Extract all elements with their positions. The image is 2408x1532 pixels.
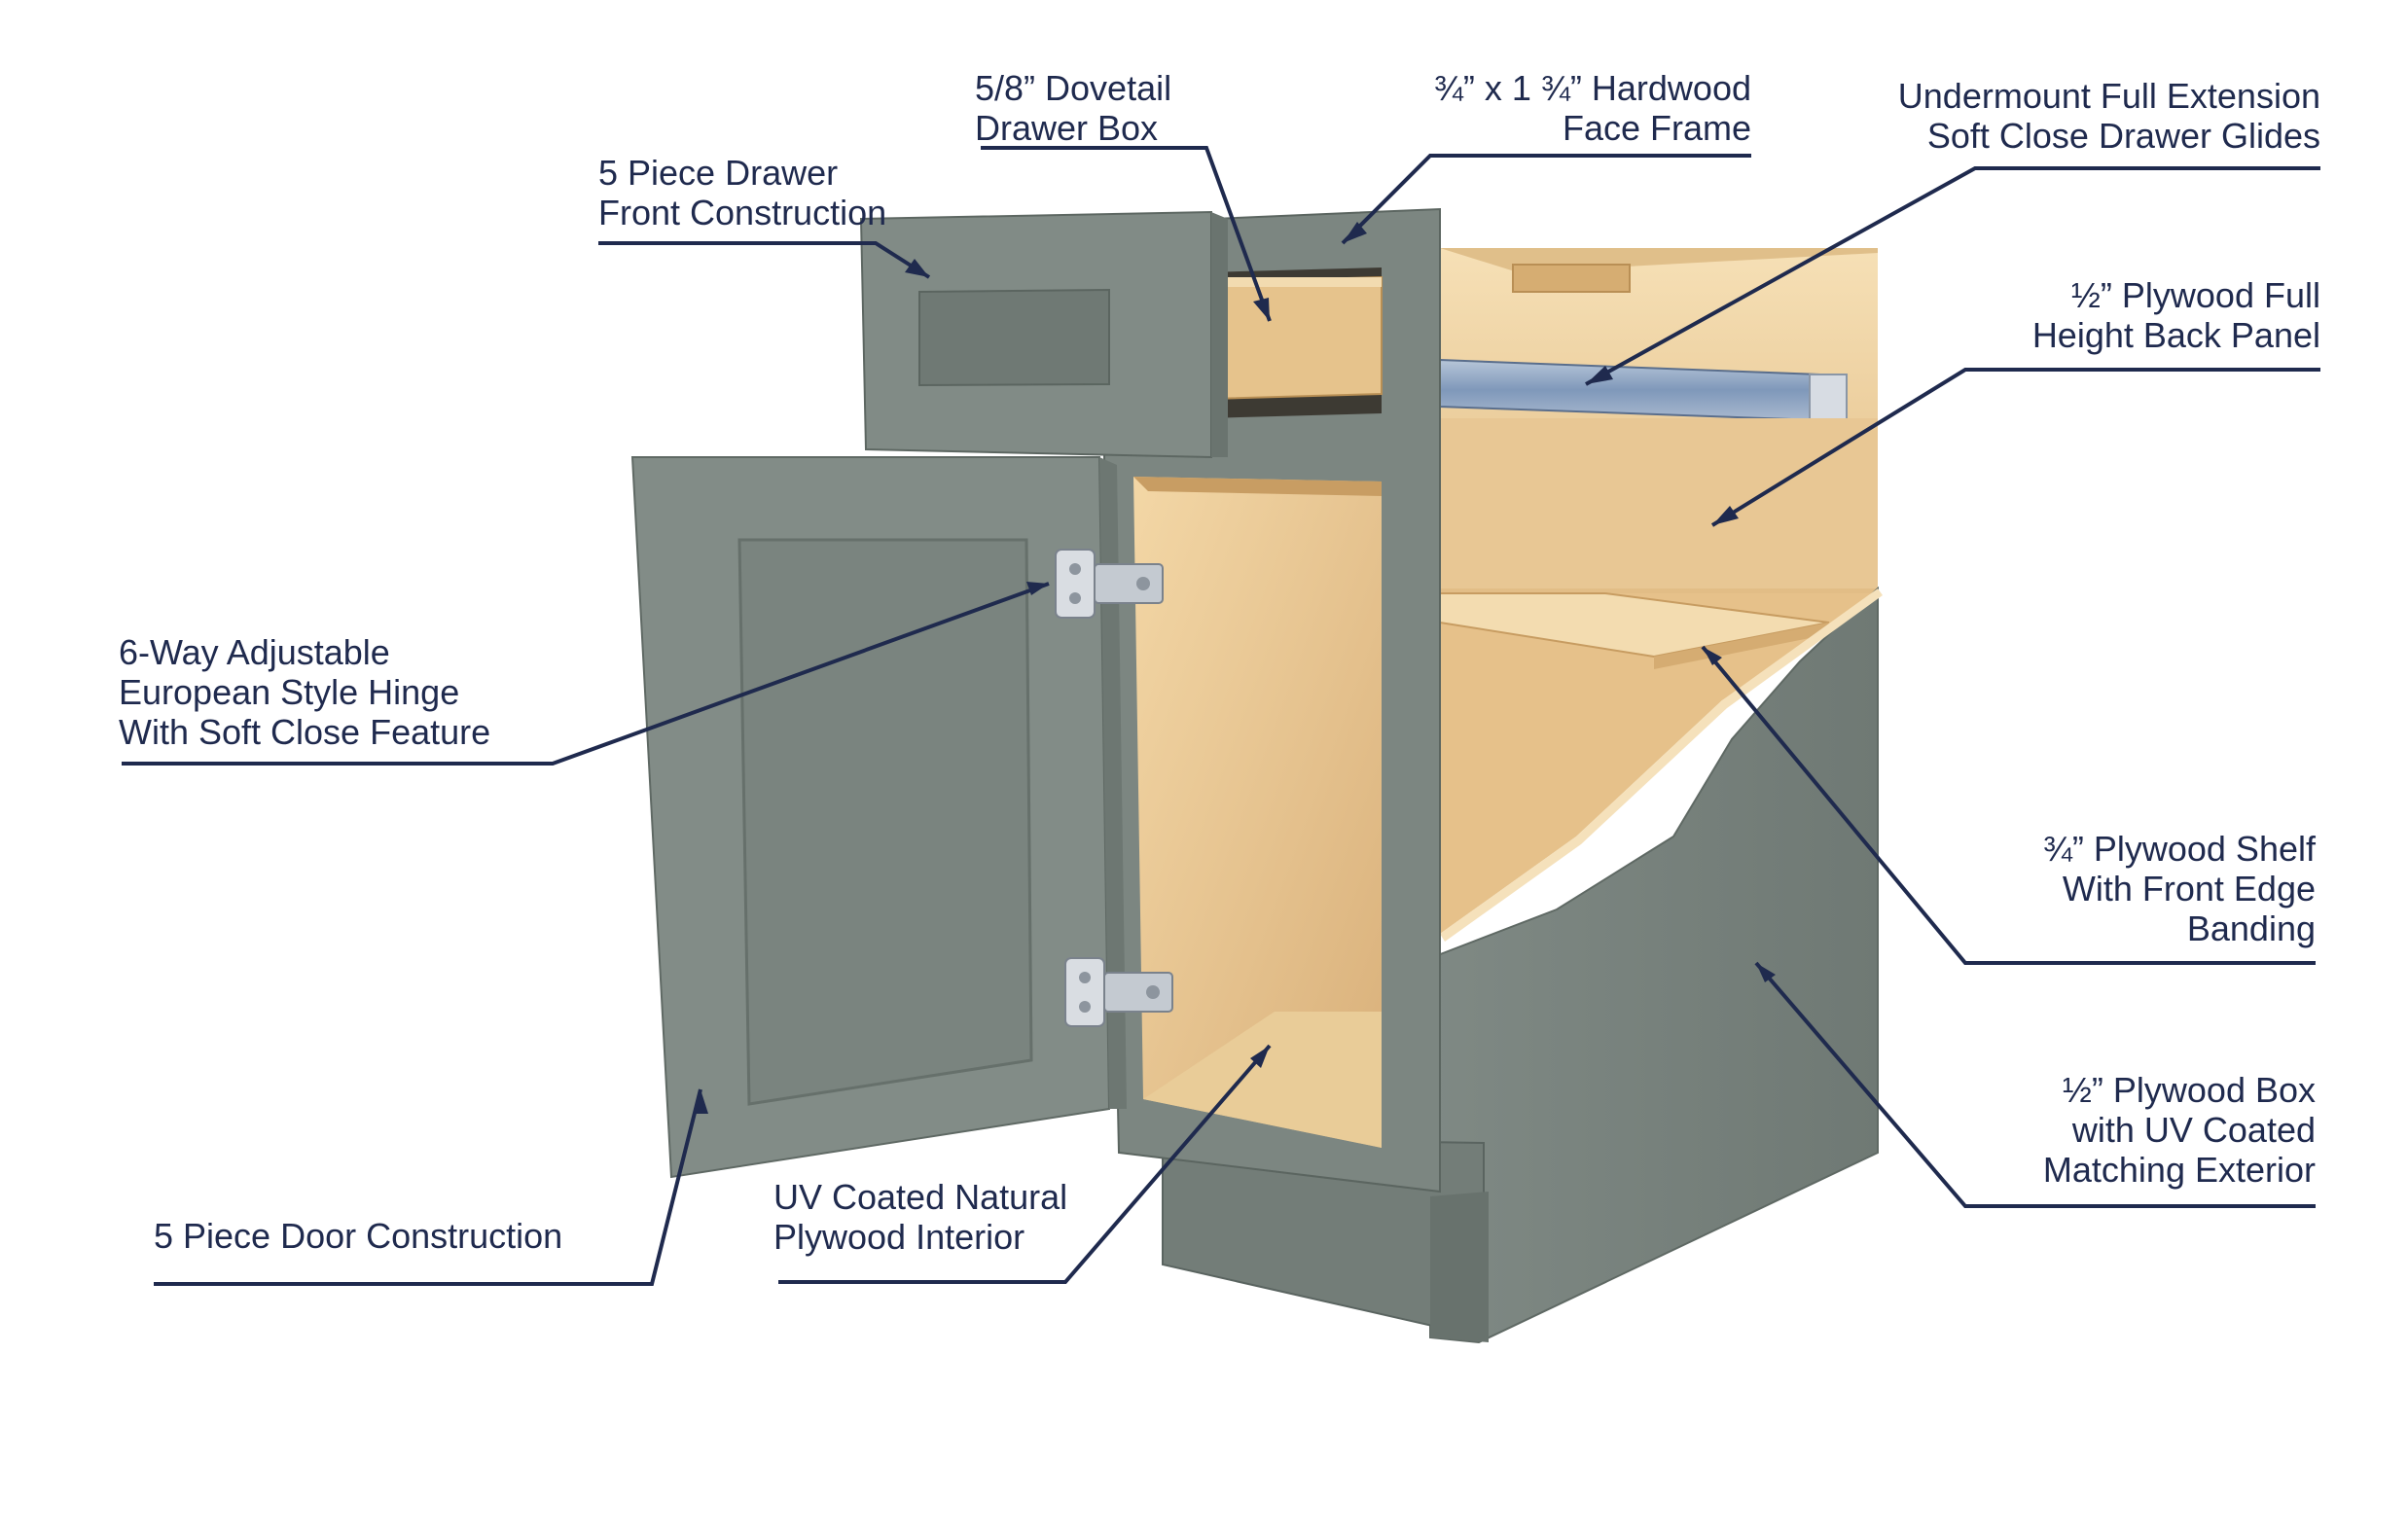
arrow-interior — [1250, 1046, 1270, 1068]
arrow-back-panel — [1712, 506, 1739, 525]
leader-shelf — [1701, 645, 2316, 965]
leader-interior — [778, 1044, 1272, 1284]
door-recess — [737, 538, 1033, 1106]
callout-line: Soft Close Drawer Glides — [1926, 116, 2320, 156]
leader-drawer-glides — [1585, 166, 2320, 386]
callout-line: Undermount Full Extension — [1897, 76, 2320, 116]
glide-end-bracket — [1809, 374, 1848, 422]
interior-right-wall — [1440, 418, 1878, 588]
callout-line: 6-Way Adjustable — [119, 632, 390, 672]
callout-hinge: 6-Way Adjustable European Style Hinge Wi… — [119, 632, 490, 752]
top-stretcher — [1512, 264, 1631, 293]
arrow-drawer-front — [905, 259, 929, 277]
callout-line: Drawer Box — [975, 108, 1159, 148]
drawer-front-recess — [918, 288, 1110, 387]
side-panel-shape — [1429, 586, 1879, 1344]
door-edge — [1099, 457, 1127, 1109]
door-opening-floor — [1143, 1012, 1382, 1148]
callout-drawer-front: 5 Piece Drawer Front Construction — [598, 153, 886, 232]
callout-door: 5 Piece Door Construction — [154, 1216, 562, 1256]
arrow-face-frame — [1343, 222, 1367, 243]
door-opening — [1133, 477, 1382, 1148]
callout-line: Banding — [2186, 909, 2316, 948]
arrow-box — [1756, 963, 1776, 982]
leader-door — [154, 1088, 702, 1286]
leader-drawer-box — [981, 146, 1272, 322]
callout-line: 5/8” Dovetail — [975, 68, 1172, 108]
door-opening-inner-shadow — [1133, 477, 1382, 496]
callout-drawer-glides: Undermount Full Extension Soft Close Dra… — [1829, 76, 2320, 156]
leader-face-frame — [1341, 154, 1751, 245]
callout-face-frame: ¾” x 1 ¾” Hardwood Face Frame — [1352, 68, 1751, 148]
drawer-front-side — [1211, 212, 1228, 457]
interior-lower-wall — [1440, 593, 1878, 934]
callout-line: ¾” Plywood Shelf — [2042, 829, 2316, 869]
callout-interior: UV Coated Natural Plywood Interior — [773, 1177, 1067, 1257]
callout-line: 5 Piece Drawer — [598, 153, 839, 193]
arrow-drawer-box — [1253, 298, 1270, 321]
shelf-edge-band — [1654, 623, 1829, 669]
callout-drawer-box: 5/8” Dovetail Drawer Box — [975, 68, 1171, 148]
callout-line: ½” Plywood Full — [2070, 275, 2320, 315]
callout-shelf: ¾” Plywood Shelf With Front Edge Banding — [1926, 829, 2316, 948]
leader-lines — [122, 146, 2320, 1286]
arrow-shelf — [1703, 647, 1722, 665]
callout-line: ¾” x 1 ¾” Hardwood — [1433, 68, 1751, 108]
lower-hinge — [1064, 957, 1173, 1027]
callout-line: ½” Plywood Box — [2062, 1070, 2316, 1110]
callout-line: with UV Coated — [2071, 1110, 2316, 1150]
leader-hinge — [122, 582, 1050, 766]
leader-arrowheads — [695, 222, 1776, 1114]
drawer-box-shape — [1210, 275, 1383, 401]
callout-line: Plywood Interior — [773, 1217, 1025, 1257]
arrow-drawer-glides — [1586, 366, 1613, 384]
callout-line: 5 Piece Door Construction — [154, 1216, 563, 1256]
callout-box: ½” Plywood Box with UV Coated Matching E… — [1926, 1070, 2316, 1190]
callout-line: Matching Exterior — [2042, 1150, 2316, 1190]
callout-line: Height Back Panel — [2031, 315, 2320, 355]
leader-back-panel — [1710, 368, 2320, 527]
callout-line: Face Frame — [1562, 108, 1751, 148]
upper-hinge — [1055, 549, 1164, 619]
arrow-hinge — [1026, 582, 1049, 595]
callout-line: European Style Hinge — [119, 672, 460, 712]
callout-back-panel: ½” Plywood Full Height Back Panel — [1926, 275, 2320, 355]
callout-line: UV Coated Natural — [773, 1177, 1068, 1217]
callout-line: Front Construction — [598, 193, 887, 232]
drawer-box-top-edge — [1211, 277, 1382, 287]
arrow-door — [695, 1089, 708, 1114]
callout-line: With Soft Close Feature — [119, 712, 491, 752]
leader-box — [1754, 961, 2316, 1208]
toe-kick-side — [1430, 1192, 1489, 1342]
callout-line: With Front Edge — [2062, 869, 2316, 909]
side-cut-edge — [1440, 588, 1883, 942]
